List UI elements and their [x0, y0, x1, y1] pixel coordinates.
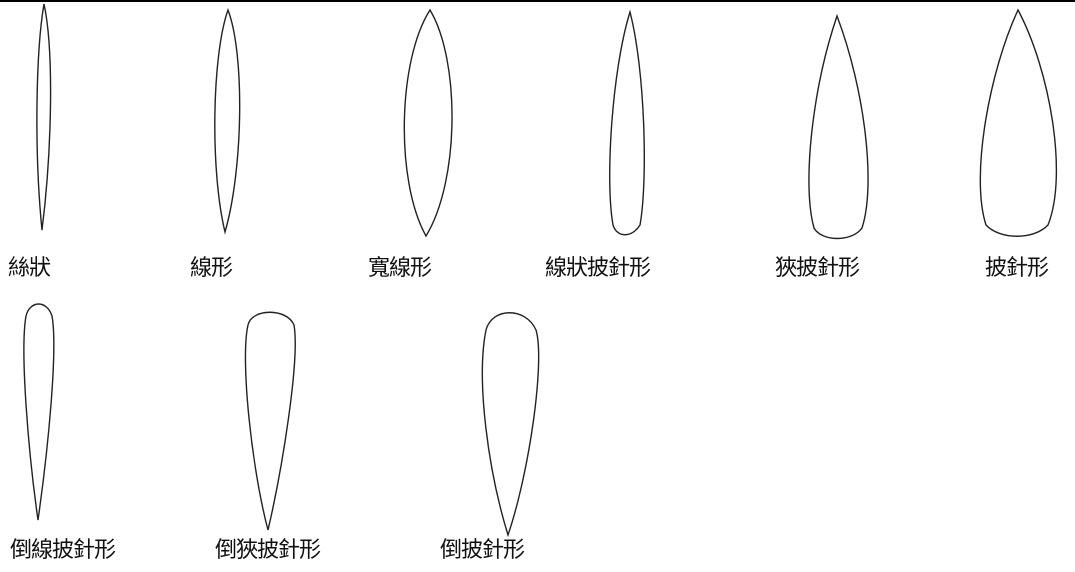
leaf-shape-linear-lanceolate	[609, 9, 645, 236]
leaf-shape-oblanceolate-linear	[23, 303, 55, 521]
label-narrow-lanceolate: 狹披針形	[775, 256, 860, 281]
leaf-shape-linear	[214, 7, 241, 235]
leaf-shape-oblanceolate	[481, 312, 540, 538]
label-linear: 線形	[190, 256, 233, 281]
label-filiform: 絲狀	[8, 256, 51, 281]
label-oblanceolate-linear: 倒線披針形	[10, 538, 116, 563]
label-oblanceolate: 倒披針形	[440, 538, 525, 563]
leaf-shape-lanceolate	[979, 8, 1058, 237]
label-lanceolate: 披針形	[985, 256, 1049, 281]
top-border-line	[0, 0, 1075, 2]
label-narrow-oblanceolate: 倒狹披針形	[215, 538, 321, 563]
leaf-shape-narrow-lanceolate	[808, 13, 869, 240]
leaf-shape-broad-linear	[403, 8, 453, 238]
leaf-shape-narrow-oblanceolate	[244, 311, 296, 531]
leaf-shape-filiform	[36, 3, 52, 231]
label-linear-lanceolate: 線狀披針形	[545, 256, 651, 281]
label-broad-linear: 寬線形	[368, 256, 432, 281]
